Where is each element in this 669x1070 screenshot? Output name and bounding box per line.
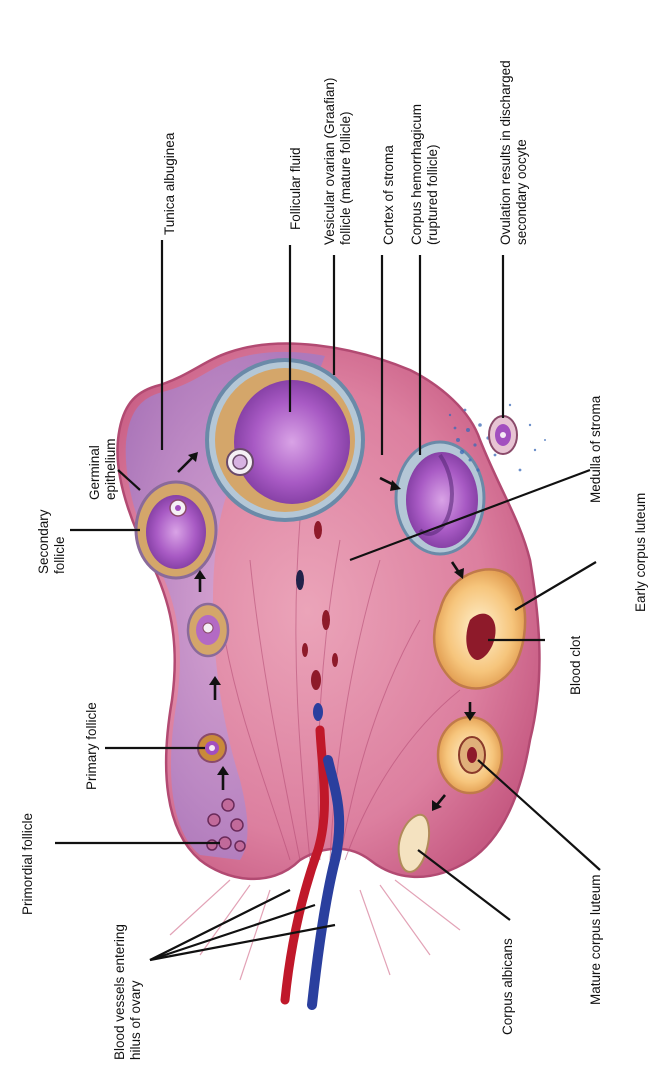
leader-vessels (150, 890, 290, 960)
label-ovulation: Ovulation results in discharged secondar… (498, 57, 529, 245)
primordial-follicle (207, 840, 217, 850)
vessel-section (314, 521, 322, 539)
vessel-section (302, 643, 308, 657)
mature-corpus-luteum (438, 717, 502, 793)
label-blood-clot: Blood clot (568, 635, 583, 695)
secondary-follicle (136, 482, 216, 578)
label-germinal-epithelium: Germinal epithelium (87, 438, 118, 500)
primordial-follicle (235, 841, 245, 851)
primordial-follicle (222, 799, 234, 811)
vessel-section (296, 570, 304, 590)
graafian-follicle (207, 360, 363, 520)
label-mature-corpus-luteum: Mature corpus luteum (588, 874, 603, 1005)
vessel-section (311, 670, 321, 690)
label-medulla-of-stroma: Medulla of stroma (588, 395, 603, 503)
label-vesicular-follicle: Vesicular ovarian (Graafian) follicle (m… (322, 74, 353, 245)
primordial-follicle (219, 837, 231, 849)
label-early-corpus-luteum: Early corpus luteum (633, 493, 648, 612)
label-cortex-of-stroma: Cortex of stroma (381, 145, 396, 245)
label-tunica-albuginea: Tunica albuginea (162, 132, 177, 235)
label-corpus-hemorrhagicum: Corpus hemorrhagicum (ruptured follicle) (409, 100, 440, 245)
vessel-section (313, 703, 323, 721)
primordial-follicle (208, 814, 220, 826)
label-secondary-follicle: Secondary follicle (36, 506, 67, 574)
growing-follicle (188, 604, 228, 656)
label-primordial-follicle: Primordial follicle (20, 813, 35, 915)
vessel-section (322, 610, 330, 630)
primordial-follicle (231, 819, 243, 831)
label-corpus-albicans: Corpus albicans (500, 938, 515, 1035)
label-blood-vessels: Blood vessels entering hilus of ovary (112, 920, 143, 1060)
label-primary-follicle: Primary follicle (84, 702, 99, 790)
label-follicular-fluid: Follicular fluid (288, 147, 303, 230)
vessel-section (332, 653, 338, 667)
